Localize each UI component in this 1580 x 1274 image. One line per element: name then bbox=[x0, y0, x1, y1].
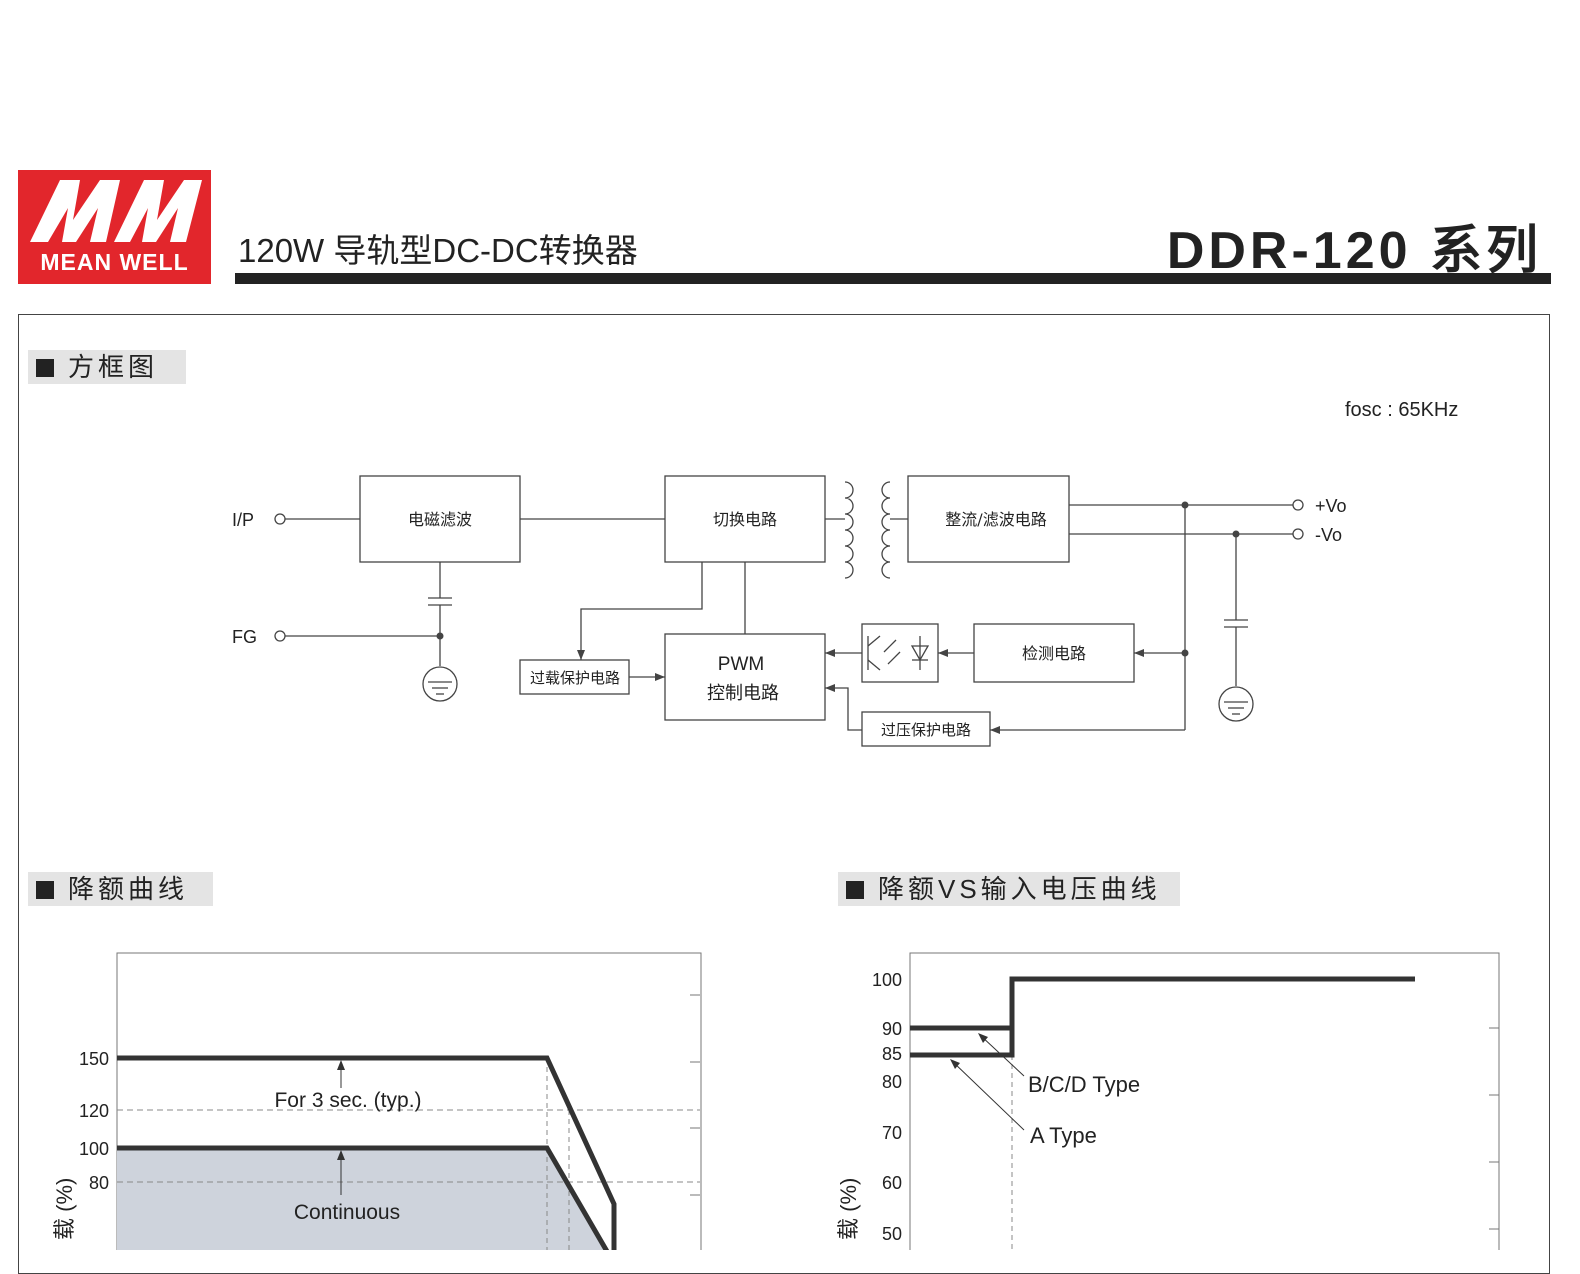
olp-label: 过载保护电路 bbox=[530, 669, 620, 687]
label-continuous: Continuous bbox=[294, 1201, 400, 1224]
vo-minus-label: -Vo bbox=[1315, 525, 1342, 545]
label-bcd-type: B/C/D Type bbox=[1028, 1072, 1140, 1097]
ip-label: I/P bbox=[232, 510, 254, 530]
vo-plus-label: +Vo bbox=[1315, 496, 1347, 516]
document-title: 120W 导轨型DC-DC转换器 bbox=[238, 232, 638, 269]
ovp-label: 过压保护电路 bbox=[881, 721, 971, 739]
label-a-type: A Type bbox=[1030, 1123, 1097, 1148]
pointer-bcd bbox=[979, 1034, 1025, 1077]
vs-ytick-80: 80 bbox=[882, 1072, 902, 1092]
meanwell-logo: MEAN WELL bbox=[18, 170, 211, 284]
vs-ytick-50: 50 bbox=[882, 1224, 902, 1244]
header-rule bbox=[235, 273, 1551, 284]
block-diagram bbox=[274, 475, 1304, 747]
block-diagram-nodes bbox=[436, 501, 1240, 734]
vs-plot-frame bbox=[909, 952, 1500, 1250]
ytick-120: 120 bbox=[79, 1101, 109, 1121]
vs-ytick-85: 85 bbox=[882, 1044, 902, 1064]
vs-ytick-60: 60 bbox=[882, 1173, 902, 1193]
bullet-square-icon bbox=[36, 359, 54, 377]
pwm-control-label: 控制电路 bbox=[707, 683, 779, 704]
vs-ylabel: 载 (%) bbox=[836, 1178, 861, 1240]
ovp-box bbox=[861, 711, 991, 747]
section-derating-vs-input: 降额VS输入电压曲线 bbox=[838, 872, 1180, 906]
derating-vs-input-chart: 100 90 85 80 70 60 50 B/C/D Type A Type … bbox=[836, 952, 1500, 1250]
series-3sec-line bbox=[117, 1055, 617, 1250]
pwm-label: PWM bbox=[718, 654, 764, 675]
series-a-line bbox=[910, 1028, 1015, 1058]
vs-ytick-100: 100 bbox=[872, 970, 902, 990]
rectifier-label: 整流/滤波电路 bbox=[945, 510, 1046, 529]
pointer-a bbox=[951, 1060, 1025, 1131]
logo-brand-text: MEAN WELL bbox=[40, 249, 189, 275]
vs-ytick-90: 90 bbox=[882, 1019, 902, 1039]
derating-chart: 150 120 100 80 For 3 sec. (typ.) Continu… bbox=[52, 952, 702, 1250]
bullet-square-icon bbox=[36, 881, 54, 899]
emi-filter-label: 电磁滤波 bbox=[408, 510, 472, 529]
derating-ylabel: 载 (%) bbox=[52, 1178, 77, 1240]
label-3sec: For 3 sec. (typ.) bbox=[274, 1089, 421, 1112]
series-bcd-line bbox=[910, 976, 1415, 1031]
fg-label: FG bbox=[232, 627, 257, 647]
bullet-square-icon bbox=[846, 881, 864, 899]
detection-label: 检测电路 bbox=[1022, 644, 1086, 663]
section-derating-curve: 降额曲线 bbox=[28, 872, 213, 906]
mw-logo-mark bbox=[30, 180, 202, 242]
ytick-150: 150 bbox=[79, 1049, 109, 1069]
continuous-area bbox=[117, 1148, 607, 1250]
section-block-diagram: 方框图 bbox=[28, 350, 186, 384]
switching-label: 切换电路 bbox=[713, 510, 777, 529]
derating-plot-frame bbox=[116, 952, 702, 1250]
optocoupler-box bbox=[861, 623, 939, 683]
vs-ytick-70: 70 bbox=[882, 1123, 902, 1143]
pwm-box bbox=[664, 633, 826, 721]
fosc-label: fosc : 65KHz bbox=[1345, 399, 1458, 421]
ytick-100: 100 bbox=[79, 1139, 109, 1159]
series-title: DDR-120 系列 bbox=[1166, 222, 1542, 280]
ytick-80: 80 bbox=[89, 1173, 109, 1193]
series-continuous-line bbox=[117, 1145, 610, 1250]
